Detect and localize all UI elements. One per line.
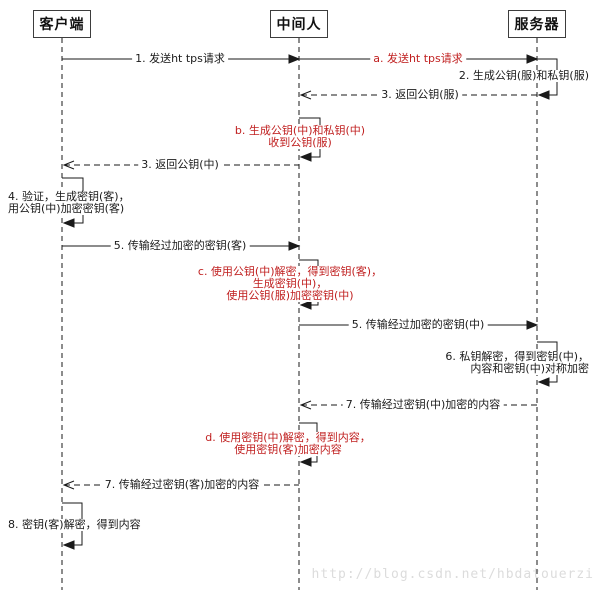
message-3s-arrow (299, 90, 539, 100)
message-label-2: 2. 生成公钥(服)和私钥(服) (455, 70, 592, 82)
arrowhead-left-icon (62, 218, 75, 228)
arrowhead-left-icon (62, 540, 75, 550)
actor-server: 服务器 (508, 10, 566, 38)
arrowhead-open-left-icon (62, 160, 75, 170)
arrowhead-open-left-icon (62, 480, 75, 490)
message-label-a: a. 发送ht tps请求 (370, 53, 466, 65)
actor-middleman: 中间人 (270, 10, 328, 38)
message-3m-arrow (62, 160, 299, 170)
label-line: b. 生成公钥(中)和私钥(中) (234, 124, 366, 137)
message-label-4: 4. 验证，生成密钥(客)， 用公钥(中)加密密钥(客) (5, 191, 133, 215)
message-label-7k: 7. 传输经过密钥(客)加密的内容 (101, 479, 263, 491)
arrowhead-left-icon (537, 90, 550, 100)
message-label-5k: 5. 传输经过加密的密钥(客) (110, 240, 250, 252)
message-label-7z: 7. 传输经过密钥(中)加密的内容 (342, 399, 504, 411)
message-label-d: d. 使用密钥(中)解密，得到内容， 使用密钥(客)加密内容 (202, 432, 374, 456)
arrowhead-right-icon (288, 241, 301, 251)
message-label-b: b. 生成公钥(中)和私钥(中) 收到公钥(服) (231, 124, 369, 149)
message-label-3s: 3. 返回公钥(服) (378, 89, 462, 101)
message-label-3m: 3. 返回公钥(中) (138, 159, 222, 171)
message-label-5z: 5. 传输经过加密的密钥(中) (348, 319, 488, 331)
arrowhead-right-icon (526, 54, 539, 64)
arrowhead-open-left-icon (299, 90, 312, 100)
arrowhead-left-icon (299, 152, 312, 162)
watermark-url: http://blog.csdn.net/hbdatouerzi (311, 567, 594, 582)
arrowhead-left-icon (299, 300, 312, 310)
message-7z-arrow (299, 400, 537, 410)
label-line: 收到公钥(服) (268, 136, 332, 149)
actor-client: 客户端 (33, 10, 91, 38)
message-label-8: 8. 密钥(客)解密，得到内容 (5, 519, 144, 531)
arrowhead-right-icon (288, 54, 301, 64)
arrowhead-open-left-icon (299, 400, 312, 410)
label-line: 生成密钥(中)， (252, 277, 328, 290)
message-label-1: 1. 发送ht tps请求 (132, 53, 228, 65)
arrowhead-left-icon (299, 457, 312, 467)
label-line: 使用密钥(客)加密内容 (234, 443, 342, 456)
arrowhead-left-icon (537, 377, 550, 387)
label-line: 4. 验证，生成密钥(客)， (8, 190, 130, 203)
label-line: c. 使用公钥(中)解密，得到密钥(客)， (197, 265, 383, 278)
label-line: d. 使用密钥(中)解密，得到内容， (205, 431, 371, 444)
label-line: 使用公钥(服)加密密钥(中) (226, 289, 354, 302)
label-line: 6. 私钥解密，得到密钥(中)， (445, 350, 589, 363)
message-label-c: c. 使用公钥(中)解密，得到密钥(客)， 生成密钥(中)， 使用公钥(服)加密… (194, 265, 386, 302)
label-line: 内容和密钥(中)对称加密 (470, 362, 589, 375)
message-label-6: 6. 私钥解密，得到密钥(中)， 内容和密钥(中)对称加密 (442, 351, 592, 375)
arrowhead-right-icon (526, 320, 539, 330)
label-line: 用公钥(中)加密密钥(客) (8, 202, 125, 215)
